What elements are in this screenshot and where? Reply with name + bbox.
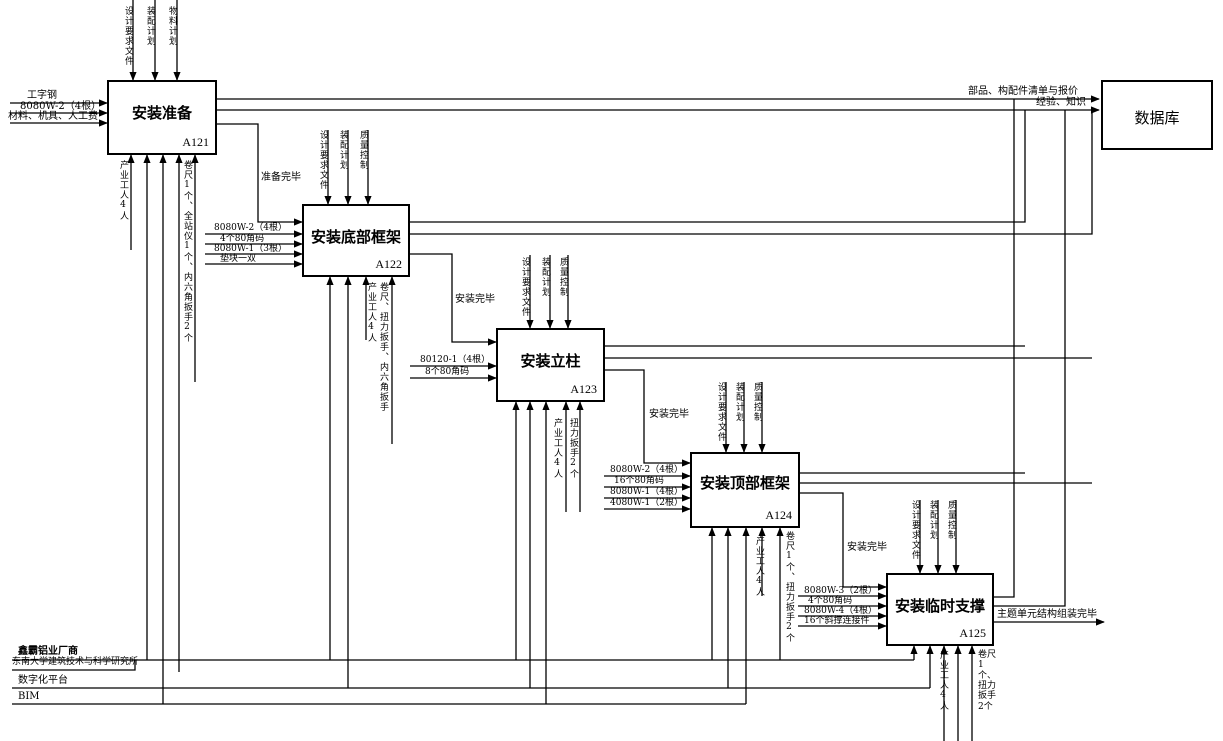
activity-id: A121 — [182, 135, 209, 149]
source-label: 鑫霸铝业厂商 — [18, 646, 78, 657]
control-label: 物料计划 — [167, 6, 177, 46]
activity-title: 安装临时支撑 — [894, 597, 985, 615]
transition-label: 安装完毕 — [649, 409, 689, 420]
input-label: 工字钢 — [27, 90, 57, 101]
mechanism-label: 产业工人4人 — [754, 536, 764, 597]
mechanism-label: 产业工人4人 — [118, 160, 128, 221]
input-label: 16个80角码 — [614, 476, 664, 486]
input-label: 8080W-3（2根） — [804, 586, 877, 596]
control-label: 质量控制 — [946, 500, 956, 540]
database-title: 数据库 — [1134, 109, 1180, 127]
transition-label: 安装完毕 — [847, 542, 887, 553]
activity-box-a124[interactable]: 安装顶部框架 A124 — [690, 452, 800, 528]
activity-id: A125 — [959, 626, 986, 640]
activity-title: 安装顶部框架 — [699, 474, 790, 492]
control-label: 设计要求文件 — [716, 382, 726, 442]
control-label: 装配计划 — [928, 500, 938, 540]
input-label: 材料、机具、人工费 — [8, 111, 98, 122]
control-label: 装配计划 — [338, 130, 348, 170]
activity-box-a121[interactable]: 安装准备 A121 — [107, 80, 217, 155]
mechanism-label: 卷尺1个、扭力扳手2个 — [784, 531, 794, 643]
mechanism-label: 产业工人4人 — [366, 282, 376, 343]
control-label: 设计要求文件 — [318, 130, 328, 190]
control-label: 装配计划 — [540, 257, 550, 297]
output-label: 经验、知识 — [1036, 97, 1086, 108]
activity-box-a125[interactable]: 安装临时支撑 A125 — [886, 573, 994, 646]
control-label: 质量控制 — [358, 130, 368, 170]
input-label: 4个80角码 — [808, 596, 853, 606]
activity-title: 安装准备 — [131, 104, 192, 122]
input-label: 8080W-1（4根） — [610, 487, 683, 497]
activity-title: 安装底部框架 — [310, 228, 401, 246]
output-label: 部品、构配件清单与报价 — [968, 86, 1078, 97]
mechanism-label: 卷尺1个、全站仪1个、内六角扳手2个 — [182, 160, 192, 343]
source-label: 东南大学建筑技术与科学研究所 — [12, 657, 139, 667]
control-label: 装配计划 — [734, 382, 744, 422]
activity-id: A122 — [375, 257, 402, 271]
control-label: 装配计划 — [145, 6, 155, 46]
database-box[interactable]: 数据库 — [1101, 80, 1213, 150]
final-output-label: 主题单元结构组装完毕 — [997, 609, 1097, 620]
control-label: 质量控制 — [558, 257, 568, 297]
input-label: 8080W-4（4根） — [804, 606, 877, 616]
input-label: 8个80角码 — [425, 367, 470, 377]
activity-title: 安装立柱 — [520, 352, 581, 370]
control-label: 质量控制 — [752, 382, 762, 422]
input-label: 4个80角码 — [220, 234, 265, 244]
transition-label: 安装完毕 — [455, 294, 495, 305]
source-label: BIM — [18, 691, 40, 702]
input-label: 8080W-1（3根） — [214, 244, 287, 254]
control-label: 设计要求文件 — [123, 6, 133, 66]
input-label: 8080W-2（4根） — [214, 223, 287, 233]
activity-box-a123[interactable]: 安装立柱 A123 — [496, 328, 605, 402]
mechanism-label: 产业工人4人 — [938, 650, 948, 711]
activity-box-a122[interactable]: 安装底部框架 A122 — [302, 204, 410, 277]
mechanism-label: 卷尺、扭力扳手、内六角扳手 — [378, 282, 388, 412]
input-label: 垫块一双 — [220, 254, 257, 264]
control-label: 设计要求文件 — [520, 257, 530, 317]
control-label: 设计要求文件 — [910, 500, 920, 560]
input-label: 8080W-2（4根） — [20, 101, 102, 112]
input-label: 16个斜撑连接件 — [804, 616, 870, 626]
transition-label: 准备完毕 — [261, 172, 301, 183]
activity-id: A124 — [765, 508, 792, 522]
mechanism-label: 扭力扳手2个 — [568, 418, 578, 479]
input-label: 8080W-2（4根） — [610, 465, 683, 475]
input-label: 4080W-1（2根） — [610, 498, 683, 508]
activity-id: A123 — [570, 382, 597, 396]
mechanism-label: 卷尺1个、扭力扳手2个 — [978, 650, 997, 712]
mechanism-label: 产业工人4人 — [552, 418, 562, 479]
input-label: 80120-1（4根） — [420, 355, 491, 365]
source-label: 数字化平台 — [18, 675, 68, 686]
